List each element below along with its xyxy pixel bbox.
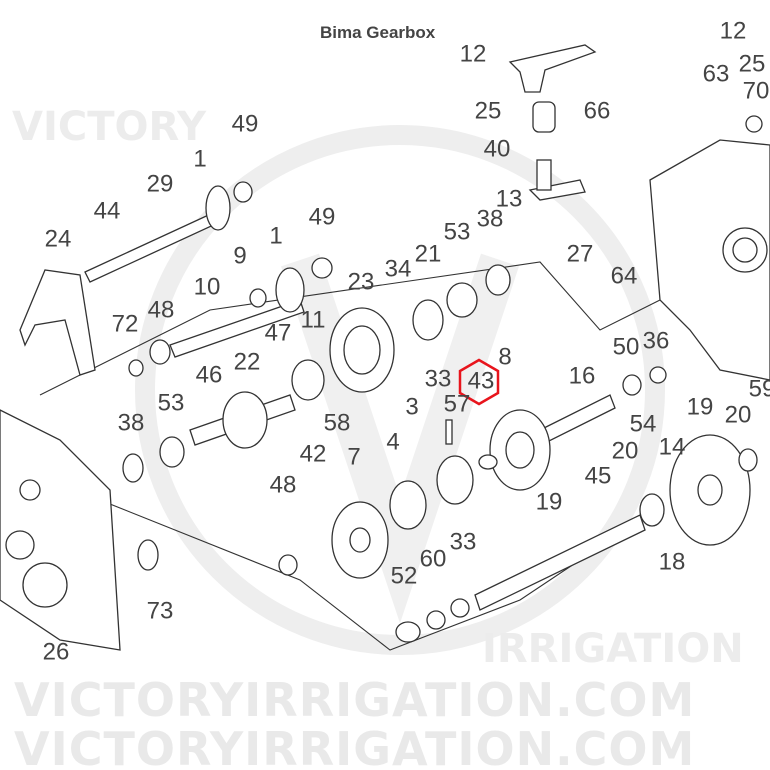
part-number-label: 49 (232, 110, 259, 137)
part-number-label: 52 (391, 562, 418, 589)
watermark-circle (135, 125, 665, 655)
part-number-label: 18 (659, 548, 686, 575)
part-number-label: 73 (147, 597, 174, 624)
part-number-label: 45 (585, 462, 612, 489)
part-number-label: 24 (45, 225, 72, 252)
part-number-label: 38 (118, 409, 145, 436)
assembly-outline (39, 261, 701, 651)
part-number-label: 38 (477, 205, 504, 232)
watermark-circle-top: VICTORY (12, 104, 207, 150)
part-number-label: 1 (269, 222, 282, 249)
part-number-label: 49 (309, 203, 336, 230)
part-number-label: 13 (496, 185, 523, 212)
part-number-label: 63 (703, 60, 730, 87)
part-number-label: 47 (265, 319, 292, 346)
part-number-label: 25 (475, 97, 502, 124)
part-number-label: 23 (348, 268, 375, 295)
watermark-top: VICTORYIRRIGATION.COM (14, 722, 695, 770)
part-number-label: 19 (536, 488, 563, 515)
part-number-label: 8 (498, 343, 511, 370)
part-number-label: 48 (148, 296, 175, 323)
part-number-label: 40 (484, 135, 511, 162)
watermark-bottom: VICTORYIRRIGATION.COM (14, 673, 695, 727)
highlight-hexagon (458, 358, 500, 406)
part-number-label: 10 (194, 273, 221, 300)
part-number-label: 48 (270, 471, 297, 498)
diagram-title: Bima Gearbox (320, 23, 436, 42)
part-number-label: 1 (193, 145, 206, 172)
part-number-label: 27 (567, 240, 594, 267)
part-number-label: 9 (233, 242, 246, 269)
part-number-label: 72 (112, 310, 139, 337)
watermark-circle-bottom: IRRIGATION (482, 626, 744, 672)
part-number-label: 64 (611, 262, 638, 289)
part-number-label: 66 (584, 97, 611, 124)
part-number-label: 33 (450, 528, 477, 555)
part-number-label: 58 (324, 409, 351, 436)
part-number-label: 50 (613, 333, 640, 360)
part-number-label: 14 (659, 433, 686, 460)
part-number-label: 59 (749, 375, 770, 402)
part-number-label: 20 (612, 437, 639, 464)
part-number-label: 3 (405, 393, 418, 420)
part-number-label: 53 (158, 389, 185, 416)
part-number-label: 20 (725, 401, 752, 428)
part-number-label: 70 (743, 77, 770, 104)
part-number-label: 16 (569, 362, 596, 389)
part-number-label: 42 (300, 440, 327, 467)
part-number-label: 12 (720, 17, 747, 44)
part-number-label: 53 (444, 218, 471, 245)
part-number-label: 11 (301, 306, 326, 333)
part-number-label: 36 (643, 327, 670, 354)
part-number-label: 12 (460, 40, 487, 67)
part-number-label: 4 (386, 428, 399, 455)
shift-fork (19, 269, 96, 376)
part-number-label: 7 (347, 443, 360, 470)
part-number-label: 21 (415, 240, 442, 267)
part-number-label: 22 (234, 348, 261, 375)
part-number-label: 29 (147, 170, 174, 197)
part-number-label: 46 (196, 361, 223, 388)
gears (122, 181, 758, 643)
shafts (84, 211, 646, 611)
part-number-label: 44 (94, 197, 121, 224)
right-housing (649, 115, 770, 381)
part-number-label: 43 (468, 367, 495, 394)
part-number-label: 33 (425, 365, 452, 392)
part-number-label: 19 (687, 393, 714, 420)
part-number-label: 34 (385, 255, 412, 282)
part-number-label: 25 (739, 50, 766, 77)
part-number-label: 57 (444, 390, 471, 417)
part-number-label: 54 (630, 410, 657, 437)
shift-lever (508, 44, 597, 201)
watermark: VICTORYIRRIGATION.COM VICTORYIRRIGATION.… (12, 104, 744, 770)
left-housing (0, 409, 121, 651)
part-number-label: 26 (43, 638, 70, 665)
part-number-label: 60 (420, 545, 447, 572)
